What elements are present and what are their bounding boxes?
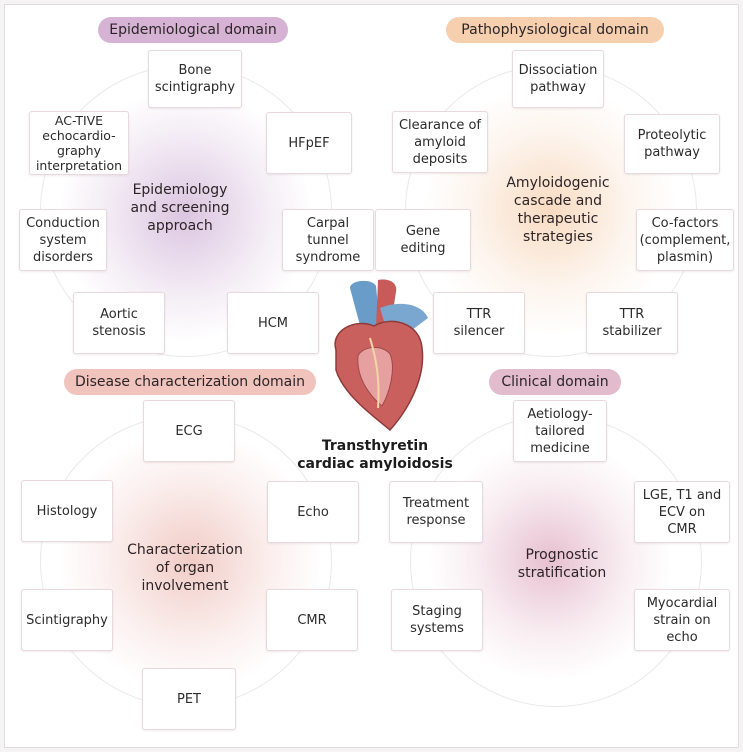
node-dissociation-pathway: Dissociation pathway <box>512 50 604 108</box>
node-co-factors: Co-factors (complement, plasmin) <box>636 209 734 271</box>
node-ecg: ECG <box>143 400 235 462</box>
aorta-shape <box>350 280 380 333</box>
node-pet: PET <box>142 668 236 730</box>
node-aortic-stenosis: Aortic stenosis <box>73 292 165 354</box>
disease-characterization-domain-label: Disease characterization domain <box>64 369 316 395</box>
node-staging-systems: Staging systems <box>391 589 483 651</box>
pathophysiological-domain-label: Pathophysiological domain <box>446 17 664 43</box>
node-conduction-system-disorders: Conduction system disorders <box>19 209 107 271</box>
clinical-domain-label: Clinical domain <box>489 369 621 395</box>
node-histology: Histology <box>21 480 113 542</box>
node-ttr-silencer: TTR silencer <box>433 292 525 354</box>
node-active-echocardiography: AC-TIVE echocardio- graphy interpretatio… <box>29 111 129 175</box>
node-carpal-tunnel-syndrome: Carpal tunnel syndrome <box>282 209 374 271</box>
heart-vessel-line <box>369 337 380 409</box>
pathophysiological-center-label: Amyloidogenic cascade and therapeutic st… <box>506 175 610 245</box>
node-gene-editing: Gene editing <box>375 209 471 271</box>
clinical-center-label: Prognostic stratification <box>517 547 607 581</box>
heart-icon <box>334 279 428 432</box>
node-cmr: CMR <box>266 589 358 651</box>
node-hfpef: HFpEF <box>266 112 352 174</box>
node-bone-scintigraphy: Bone scintigraphy <box>148 50 242 108</box>
node-clearance-amyloid-deposits: Clearance of amyloid deposits <box>392 111 488 173</box>
node-scintigraphy: Scintigraphy <box>21 589 113 651</box>
epidemiological-center-label: Epidemiology and screening approach <box>130 182 230 234</box>
central-title: Transthyretin cardiac amyloidosis <box>297 438 453 472</box>
node-proteolytic-pathway: Proteolytic pathway <box>624 114 720 174</box>
node-echo: Echo <box>267 481 359 543</box>
disease-characterization-center-label: Characterization of organ involvement <box>127 542 243 594</box>
node-ttr-stabilizer: TTR stabilizer <box>586 292 678 354</box>
node-treatment-response: Treatment response <box>389 481 483 543</box>
node-aetiology-tailored-medicine: Aetiology- tailored medicine <box>513 400 607 462</box>
node-lge-t1-ecv-cmr: LGE, T1 and ECV on CMR <box>634 481 730 543</box>
node-myocardial-strain-echo: Myocardial strain on echo <box>634 589 730 651</box>
node-hcm: HCM <box>227 292 319 354</box>
epidemiological-domain-label: Epidemiological domain <box>98 17 288 43</box>
